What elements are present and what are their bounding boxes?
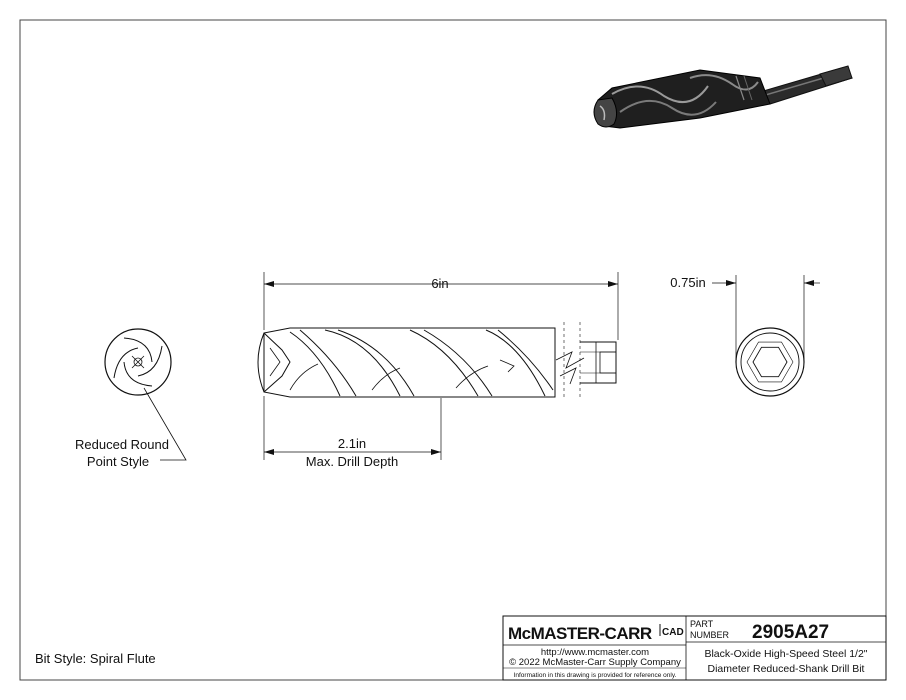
drill-side-view: [257, 322, 617, 400]
description-line1: Black-Oxide High-Speed Steel 1/2": [704, 648, 867, 660]
bit-style-note: Bit Style: Spiral Flute: [35, 651, 156, 666]
point-style-label-line1: Reduced Round: [75, 437, 169, 452]
copyright: © 2022 McMaster-Carr Supply Company: [509, 657, 681, 668]
cad-logo: CAD: [662, 627, 684, 638]
website: http://www.mcmaster.com: [541, 647, 649, 658]
company-logo: McMASTER-CARR: [508, 624, 652, 643]
part-number-label-line2: NUMBER: [690, 630, 730, 640]
drill-depth-dimension: [263, 396, 442, 460]
overall-length-dimension: [263, 272, 619, 340]
disclaimer: Information in this drawing is provided …: [514, 672, 677, 679]
point-end-view: [104, 328, 172, 396]
isometric-drill-view: [593, 65, 853, 129]
diameter-value: 0.75in: [670, 275, 705, 290]
point-style-label-line2: Point Style: [87, 454, 149, 469]
part-number-label-line1: PART: [690, 619, 714, 629]
title-block: [502, 615, 887, 681]
drawing-border: [19, 19, 887, 681]
description-line2: Diameter Reduced-Shank Drill Bit: [708, 663, 865, 675]
overall-length-value: 6in: [431, 276, 448, 291]
diameter-dimension: [712, 275, 820, 360]
drill-depth-label: Max. Drill Depth: [306, 454, 398, 469]
drill-depth-value: 2.1in: [338, 436, 366, 451]
part-number: 2905A27: [752, 622, 829, 643]
shank-end-view: [735, 327, 805, 397]
point-style-leader: [143, 387, 187, 461]
